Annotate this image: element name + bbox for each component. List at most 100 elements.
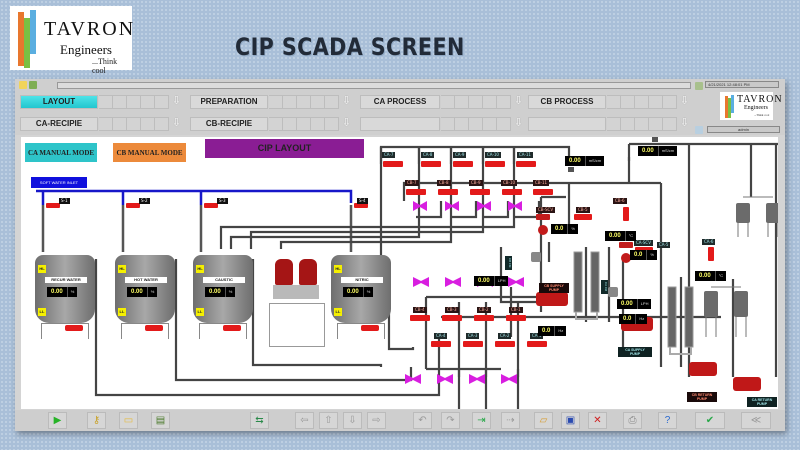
- valve-label-ca11[interactable]: CA-11: [517, 152, 533, 158]
- tank-hot-water[interactable]: HL HOT WATER 0.00% LL: [115, 255, 175, 323]
- run-icon[interactable]: ▶: [48, 412, 67, 429]
- valve-label-s3[interactable]: S-3: [217, 198, 228, 204]
- nav-cb-recipie-button[interactable]: CB-RECIPIE: [190, 117, 268, 131]
- tank-outlet-valve-icon[interactable]: [223, 325, 241, 331]
- nav-preparation-subcells[interactable]: [269, 95, 339, 109]
- valve-label-ca4[interactable]: CA-4: [434, 333, 448, 339]
- user-display: admin: [707, 126, 780, 133]
- valve-label-ca3[interactable]: CA-3: [466, 333, 480, 339]
- tank-outlet-valve-icon[interactable]: [65, 325, 83, 331]
- tank-recur-water[interactable]: HL RECUR WATER 0.00% LL: [35, 255, 95, 323]
- save-icon[interactable]: ▣: [561, 412, 580, 429]
- valve-label-cb8[interactable]: CB-8: [437, 180, 451, 186]
- tank-outlet-valve-icon[interactable]: [361, 325, 379, 331]
- print-icon[interactable]: ⎙: [623, 412, 642, 429]
- valve-label-cb2[interactable]: CB-2: [477, 307, 491, 313]
- folder-small-icon[interactable]: [19, 81, 27, 89]
- valve-label-cb9[interactable]: CB-9: [469, 180, 483, 186]
- cb-manual-mode-button[interactable]: CB MANUAL MODE: [113, 143, 186, 162]
- nav-cb-process-button[interactable]: CB PROCESS: [528, 95, 606, 109]
- valve-label-cb6[interactable]: CB-6: [613, 198, 627, 204]
- nav-empty-dropdown-icon-4[interactable]: ⇩: [679, 117, 690, 129]
- report-icon[interactable]: ▤: [151, 412, 170, 429]
- nav-cb-recipie-subcells[interactable]: [269, 117, 339, 131]
- nav-ca-process-subcells[interactable]: [441, 95, 511, 109]
- tank-stand: [337, 323, 385, 339]
- tank-nitric[interactable]: HL NITRIC 0.00% LL: [331, 255, 391, 323]
- tank-outlet-valve-icon[interactable]: [145, 325, 163, 331]
- delete-icon[interactable]: ✕: [588, 412, 607, 429]
- nav-ca-recipie-dropdown-icon[interactable]: ⇩: [171, 117, 182, 129]
- import-icon[interactable]: ⇥: [472, 412, 491, 429]
- valve-label-cb4[interactable]: CB-4: [413, 307, 427, 313]
- ca-return-pump-label[interactable]: CA RETURN PUMP: [747, 397, 777, 407]
- export-icon[interactable]: ⇢: [501, 412, 520, 429]
- nav-ca-process-dropdown-icon[interactable]: ⇩: [513, 95, 524, 107]
- valve-label-s2[interactable]: S-2: [139, 198, 150, 204]
- valve-label-ca9[interactable]: CA-9: [453, 152, 467, 158]
- logo-bar-orange-icon: [725, 96, 728, 118]
- valve-label-cb5[interactable]: CB-5: [576, 207, 590, 213]
- valve-label-cb7[interactable]: CB-7: [405, 180, 419, 186]
- hx-u-bends: [575, 312, 692, 355]
- arrow-right-icon[interactable]: ⇨: [367, 412, 386, 429]
- nav-empty-subcells-3[interactable]: [441, 117, 511, 131]
- soft-water-drops: [41, 191, 203, 205]
- tank-level-display: 0.00%: [127, 287, 158, 297]
- nav-empty-subcells-4[interactable]: [607, 117, 677, 131]
- nav-preparation-button[interactable]: PREPARATION: [190, 95, 268, 109]
- valve-label-cb10[interactable]: CB-10: [501, 180, 518, 186]
- valve-label-cb3[interactable]: CB-3: [445, 307, 459, 313]
- window-logo: TAVRON Engineers ...Think cool: [720, 92, 782, 120]
- valve-label-cb11[interactable]: CB-11: [533, 180, 550, 186]
- arrow-up-icon[interactable]: ⇧: [319, 412, 338, 429]
- nav-ca-recipie-subcells[interactable]: [99, 117, 169, 131]
- open-icon[interactable]: ▱: [534, 412, 553, 429]
- nav-empty-button-3[interactable]: [360, 117, 440, 131]
- keyboard-icon[interactable]: [695, 126, 703, 134]
- valve-label-ca10[interactable]: CA-10: [485, 152, 501, 158]
- valve-label-cb1[interactable]: CB-1: [509, 307, 523, 313]
- redo-icon[interactable]: ↷: [441, 412, 460, 429]
- valve-label-ca6[interactable]: CA-6: [702, 239, 716, 245]
- valve-label-ca-scv[interactable]: CA-SCV: [634, 240, 653, 246]
- valve-label-ca7[interactable]: CA-7: [382, 152, 396, 158]
- valve-label-s1[interactable]: S-1: [59, 198, 70, 204]
- nav-cb-recipie-dropdown-icon[interactable]: ⇩: [341, 117, 352, 129]
- dosing-skid[interactable]: [269, 259, 329, 349]
- calendar-icon[interactable]: [695, 82, 703, 90]
- arrow-left-icon[interactable]: ⇦: [295, 412, 314, 429]
- ca-manual-mode-button[interactable]: CA MANUAL MODE: [25, 143, 97, 162]
- nav-cb-process-subcells[interactable]: [607, 95, 677, 109]
- key-icon[interactable]: ⚷: [87, 412, 106, 429]
- cb-supply-pump-label[interactable]: CB SUPPLY PUMP: [539, 283, 569, 293]
- tank-caustic[interactable]: HL CAUSTIC 0.00% LL: [193, 255, 253, 323]
- nav-cb-process-dropdown-icon[interactable]: ⇩: [679, 95, 690, 107]
- sound-ok-icon[interactable]: ✔: [695, 412, 725, 429]
- screen-nav-icon[interactable]: ⇆: [250, 412, 269, 429]
- folder-icon[interactable]: ▭: [119, 412, 138, 429]
- nav-preparation-dropdown-icon[interactable]: ⇩: [341, 95, 352, 107]
- return-tank-legs: [705, 196, 778, 337]
- undo-icon[interactable]: ↶: [413, 412, 432, 429]
- home-small-icon[interactable]: [29, 81, 37, 89]
- nav-ca-recipie-button[interactable]: CA-RECIPIE: [20, 117, 98, 131]
- arrow-down-icon[interactable]: ⇩: [343, 412, 362, 429]
- cb-return-pump-label[interactable]: CB RETURN PUMP: [687, 392, 717, 402]
- acknowledge-icon[interactable]: ≪: [741, 412, 771, 429]
- nav-empty-button-4[interactable]: [528, 117, 606, 131]
- address-bar[interactable]: [57, 82, 691, 89]
- valve-label-cb-scv[interactable]: CB-SCV: [536, 207, 556, 213]
- nav-layout-subcells[interactable]: [99, 95, 169, 109]
- valve-label-s4[interactable]: S-4: [357, 198, 368, 204]
- ca-supply-pump-label[interactable]: CA SUPPLY PUMP: [618, 347, 652, 357]
- valve-label-ca5[interactable]: CA-5: [657, 242, 671, 248]
- valve-label-ca2[interactable]: CA-2: [498, 333, 512, 339]
- nav-ca-process-button[interactable]: CA PROCESS: [360, 95, 440, 109]
- valve-label-ca1[interactable]: CA-1: [530, 333, 544, 339]
- nav-empty-dropdown-icon-3[interactable]: ⇩: [513, 117, 524, 129]
- nav-layout-button[interactable]: LAYOUT: [20, 95, 98, 109]
- help-icon[interactable]: ?: [658, 412, 677, 429]
- valve-label-ca8[interactable]: CA-8: [421, 152, 435, 158]
- nav-layout-dropdown-icon[interactable]: ⇩: [171, 95, 182, 107]
